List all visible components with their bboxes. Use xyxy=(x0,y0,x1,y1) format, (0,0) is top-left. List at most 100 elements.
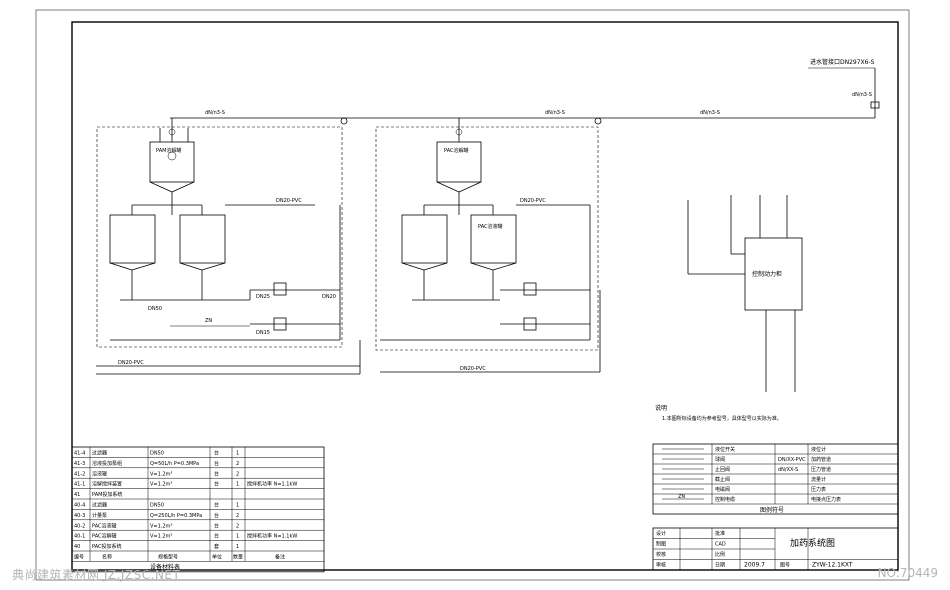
tb-scale: 比例 xyxy=(715,551,725,558)
bom-header-name: 名称 xyxy=(102,554,112,561)
bom-header-unit: 单位 xyxy=(212,554,222,561)
bom-row-no: 40-4 xyxy=(74,503,85,509)
bom-row-name: 过滤器 xyxy=(92,450,107,457)
tb-draw: 制图 xyxy=(656,541,666,548)
legend-name: 控制电缆 xyxy=(715,496,735,503)
bom-row-spec: Q=250L/h P=0.3MPa xyxy=(150,513,202,519)
bom-row-unit: 台 xyxy=(214,450,219,457)
control-cabinet-label: 控制动力柜 xyxy=(752,270,782,278)
legend-name2: 加药管道 xyxy=(811,456,831,463)
tb-title: 加药系统图 xyxy=(790,537,835,549)
tb-approve: 批准 xyxy=(715,530,725,537)
bom-row-no: 41-2 xyxy=(74,471,85,477)
bom-row-qty: 1 xyxy=(236,534,239,540)
pvc-label-2: DN20-PVC xyxy=(118,360,144,366)
bom-header-spec: 规格型号 xyxy=(158,554,178,561)
main-pipeline: 进水管接口DN297X6-S dN/n3-S dN/n3-S dN/n3-S d… xyxy=(170,58,880,125)
inner-frame xyxy=(71,21,899,571)
legend-name2: 液位计 xyxy=(811,446,826,453)
notes-title: 说明 xyxy=(655,404,667,412)
solution-tank-right-2 xyxy=(470,214,517,264)
pvc-label-1: DN20-PVC xyxy=(276,198,302,204)
legend-caption: 图例符号 xyxy=(760,506,784,514)
dn50-label-left: DN50 xyxy=(148,306,162,312)
legend-symbol2: DN/XX-PVC xyxy=(778,457,806,463)
tb-cad: CAD xyxy=(715,542,726,548)
tb-date: 2009.7 xyxy=(744,562,765,569)
pvc-label-4: DN20-PVC xyxy=(460,366,486,372)
solution-tank-left-2 xyxy=(179,214,226,264)
bom-row-unit: 台 xyxy=(214,512,219,519)
pvc-label-3: DN20-PVC xyxy=(520,198,546,204)
tb-review: 审核 xyxy=(656,562,666,569)
bom-row-no: 40-3 xyxy=(74,513,85,519)
pac-tank-label-1: PAC溶解罐 xyxy=(444,147,469,154)
right-system: PAC溶解罐 PAC溶液罐 DN20-PVC DN20-PVC xyxy=(375,118,601,373)
legend-name2: 压力表 xyxy=(811,486,826,493)
legend-name: 球阀 xyxy=(715,456,725,463)
legend-name: 止回阀 xyxy=(715,466,730,473)
bom-row-spec: V=1.2m³ xyxy=(150,471,172,477)
bom-row-name: PAC投加系统 xyxy=(92,543,122,550)
bom-header-qty: 数量 xyxy=(233,554,243,561)
bom-row-name: 计量泵 xyxy=(92,512,107,519)
bom-row-unit: 台 xyxy=(214,502,219,509)
bom-row-spec: V=1.2m³ xyxy=(150,534,172,540)
bom-row-name: 溶液投加泵组 xyxy=(92,460,122,467)
bom-row-qty: 1 xyxy=(236,451,239,457)
bom-row-qty: 1 xyxy=(236,482,239,488)
dissolving-tank-right xyxy=(436,141,482,183)
dn25-label-left: DN25 xyxy=(256,294,270,300)
solution-tank-left-1 xyxy=(109,214,156,264)
pam-tank-label: PAM溶解罐 xyxy=(156,147,181,154)
notes-line1: 1.本图所标设备均为参考型号，具体型号以实际为准。 xyxy=(662,415,782,422)
dissolving-tank-left xyxy=(149,141,195,183)
legend-name: 电磁阀 xyxy=(715,486,730,493)
bom-header-note: 备注 xyxy=(275,554,285,561)
pac-tank-label-2: PAC溶液罐 xyxy=(478,223,503,230)
bom-row-name: PAC溶液罐 xyxy=(92,522,117,529)
svg-text:ZN: ZN xyxy=(205,318,212,324)
bom-row-spec: V=1.2m³ xyxy=(150,523,172,529)
bom-row-unit: 套 xyxy=(214,543,219,550)
bom-row-spec: DN50 xyxy=(150,503,164,509)
tb-check: 校核 xyxy=(656,551,666,558)
legend-symbol-desc: ZN xyxy=(678,494,685,500)
bom-caption: 设备材料表 xyxy=(150,563,180,571)
pipe-label-s2: dN/n3-S xyxy=(545,110,565,116)
bom-header-no: 编号 xyxy=(74,554,84,561)
bom-row-qty: 2 xyxy=(236,513,239,519)
bom-row-spec: DN50 xyxy=(150,451,164,457)
bom-row-no: 40-1 xyxy=(74,534,85,540)
dn20-label-left: DN20 xyxy=(322,294,336,300)
bom-row-qty: 1 xyxy=(236,544,239,550)
bom-row-qty: 1 xyxy=(236,503,239,509)
watermark-left: 典尚建筑素材网 JZ.JZSC.NET xyxy=(12,568,181,582)
bom-row-note: 搅拌机功率 N=1.1kW xyxy=(247,533,297,540)
legend-name: 液位开关 xyxy=(715,446,735,453)
legend-symbol2: dN/XX-S xyxy=(778,467,798,473)
bom-row-spec: V=1.2m³ xyxy=(150,482,172,488)
bom-row-name: 过滤器 xyxy=(92,502,107,509)
legend-name: 截止阀 xyxy=(715,476,730,483)
tb-date-label: 日期 xyxy=(715,563,725,569)
bom-row-name: 溶液罐 xyxy=(92,470,107,477)
bom-row-unit: 台 xyxy=(214,460,219,467)
bom-row-spec: Q=50L/h P=0.3MPa xyxy=(150,461,199,467)
bom-row-no: 41 xyxy=(74,492,80,498)
bom-row-no: 41-4 xyxy=(74,451,85,457)
solution-tank-right-1 xyxy=(401,214,448,264)
bom-row-unit: 台 xyxy=(214,533,219,540)
top-pipe-label: 进水管接口DN297X6-S xyxy=(810,58,875,66)
bom-row-no: 40 xyxy=(74,544,80,550)
bom-row-name: PAC溶解罐 xyxy=(92,533,117,540)
bom-row-name: 溶解搅拌装置 xyxy=(92,481,122,488)
pipe-label-s3: dN/n3-S xyxy=(700,110,720,116)
bom-row-unit: 台 xyxy=(214,522,219,529)
bom-row-unit: 台 xyxy=(214,481,219,488)
bom-row-qty: 2 xyxy=(236,471,239,477)
watermark-right: NO:70449 xyxy=(877,566,938,580)
